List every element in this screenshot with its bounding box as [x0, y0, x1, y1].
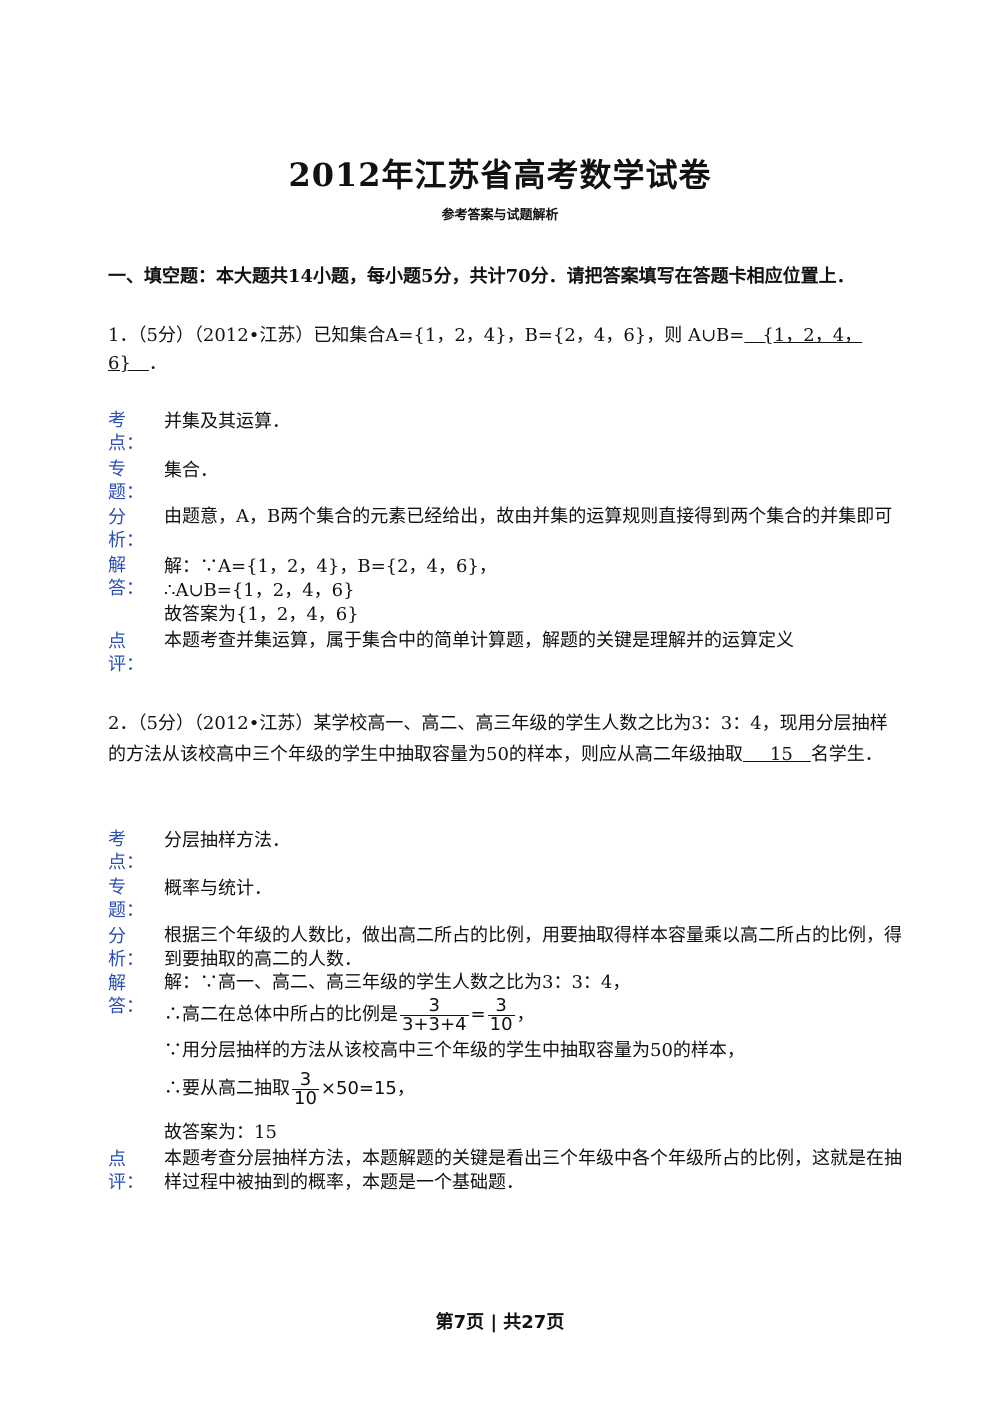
- section-heading: 一、填空题：本大题共14小题，每小题5分，共计70分．请把答案填写在答题卡相应位…: [108, 266, 855, 287]
- q1-fenxi-label: 分析：: [108, 507, 144, 551]
- q1-zhuanti-label: 专题：: [108, 459, 144, 503]
- q1-dianping-text: 本题考查并集运算，属于集合中的简单计算题，解题的关键是理解并的运算定义: [164, 630, 794, 651]
- question-2-stem: 2．（5分）（2012•江苏）某学校高一、高二、高三年级的学生人数之比为3：3：…: [108, 713, 888, 765]
- q1-zhuanti-text: 集合．: [164, 460, 218, 481]
- q1-dianping-label: 点评：: [108, 631, 144, 675]
- question-2-answer: 15: [769, 744, 793, 765]
- question-1-stem: 1．（5分）（2012•江苏）已知集合A={1，2，4}，B={2，4，6}，则…: [108, 325, 863, 374]
- question-1-answer: {1，2，4，6}: [108, 325, 863, 374]
- q2-zhuanti-label: 专题：: [108, 877, 144, 921]
- q1-fenxi-text: 由题意，A，B两个集合的元素已经给出，故由并集的运算规则直接得到两个集合的并集即…: [164, 506, 893, 527]
- document-subtitle: 参考答案与试题解析: [441, 208, 559, 223]
- q2-dianping-label: 点评：: [108, 1149, 144, 1193]
- q2-kaodian-text: 分层抽样方法．: [164, 830, 290, 851]
- q1-kaodian-text: 并集及其运算．: [164, 411, 290, 432]
- q2-zhuanti-text: 概率与统计．: [164, 878, 272, 899]
- q1-kaodian-label: 考点：: [108, 410, 144, 454]
- q2-fenxi-text: 根据三个年级的人数比，做出高二所占的比例，用要抽取得样本容量乘以高二所占的比例，…: [164, 925, 902, 970]
- q1-jieda-label: 解答：: [108, 555, 144, 599]
- q2-fenxi-label: 分析：: [108, 926, 144, 970]
- q1-jieda-text: 解：∵A={1，2，4}，B={2，4，6}， ∴A∪B={1，2，4，6} 故…: [164, 556, 497, 625]
- q2-jieda-text: 解：∵高一、高二、高三年级的学生人数之比为3：3：4， ∴高二在总体中所占的比例…: [164, 971, 904, 1145]
- q2-jieda-label: 解答：: [108, 973, 144, 1017]
- document-title: 2012年江苏省高考数学试卷: [288, 156, 712, 194]
- q2-kaodian-label: 考点：: [108, 829, 144, 873]
- page-footer: 第7页 | 共27页: [435, 1312, 565, 1333]
- q2-dianping-text: 本题考查分层抽样方法，本题解题的关键是看出三个年级中各个年级所占的比例，这就是在…: [164, 1148, 902, 1193]
